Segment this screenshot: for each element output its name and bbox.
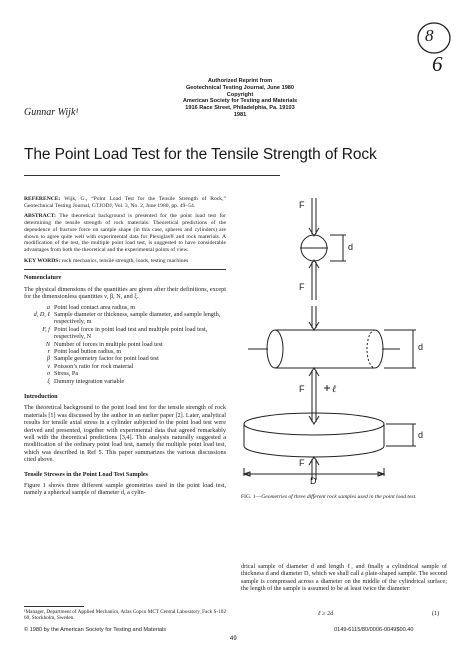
- diameter-label-sphere: d: [348, 242, 354, 252]
- tensile-section-heading: Tensile Stresses in the Point Load Test …: [24, 470, 148, 478]
- abstract-block: ABSTRACT: The theoretical background is …: [24, 213, 226, 253]
- footnote: ¹Manager, Department of Applied Mechanic…: [24, 609, 226, 622]
- article-code: 0149-6115/80/0006-0049$00.40: [334, 627, 414, 633]
- nomenclature-list: a Point load contact area radius, m d, D,…: [24, 304, 226, 385]
- reference-block: REFERENCE: Wijk, G., “Point Load Test fo…: [24, 196, 226, 209]
- nomenclature-definition: Sample geometry factor for point load te…: [54, 355, 159, 363]
- left-column: REFERENCE: Wijk, G., “Point Load Test fo…: [24, 196, 226, 497]
- nomenclature-item: β Sample geometry factor for point load t…: [24, 355, 226, 362]
- handwritten-annotation: 8 6: [407, 18, 457, 78]
- nomenclature-item: σ Stress, Pa: [24, 370, 226, 377]
- nomenclature-item: N Number of forces in multiple point load…: [24, 341, 226, 348]
- keywords-label: KEY WORDS:: [24, 257, 61, 264]
- reference-label: REFERENCE:: [24, 196, 61, 202]
- author-name: Gunnar Wijk¹: [24, 107, 79, 118]
- figure-caption-label: FIG. 1—: [241, 494, 262, 500]
- nomenclature-item: F, f Point load force in point load test …: [24, 326, 226, 341]
- figure-caption: FIG. 1—Geometries of three different roc…: [241, 494, 447, 501]
- introduction-text: The theoretical background to the point …: [24, 404, 226, 464]
- footnote-rule: [24, 606, 84, 607]
- force-label-top: F: [299, 200, 305, 210]
- thickness-label-plate: d: [418, 430, 424, 440]
- reprint-line: Copyright: [226, 91, 254, 98]
- reference-text: Wijk, G., “Point Load Test for the Tensi…: [24, 196, 226, 209]
- reprint-line: Geotechnical Testing Journal, June 1980: [185, 84, 295, 91]
- diameter-label-cylinder: d: [418, 342, 424, 352]
- nomenclature-item: ξ Dummy integration variable: [24, 378, 226, 385]
- nomenclature-symbol: N: [45, 340, 50, 348]
- nomenclature-symbol: a: [46, 303, 50, 311]
- cylinder-sample: [248, 306, 416, 402]
- nomenclature-symbol: ν: [47, 362, 50, 370]
- nomenclature-item: d, D, ℓ Sample diameter or thickness, sam…: [24, 311, 226, 326]
- reprint-line: 1981: [233, 111, 247, 118]
- plate-sample: [243, 402, 416, 480]
- force-label-plate-bottom: F: [299, 458, 305, 468]
- handwritten-circle-icon: [417, 22, 451, 54]
- reprint-line: 1916 Race Street, Philadelphia, Pa. 1910…: [185, 105, 295, 112]
- reprint-line: Authorized Reprint from: [207, 78, 273, 84]
- force-label-sphere-bottom: F: [299, 282, 305, 292]
- abstract-text: The theoretical background is presented …: [24, 213, 226, 253]
- abstract-label: ABSTRACT:: [24, 213, 56, 220]
- nomenclature-definition: Point load force in point load test and …: [54, 325, 208, 341]
- right-column-text: drical sample of diameter d and length ℓ…: [241, 563, 447, 593]
- handwritten-mark-1: 8: [425, 26, 434, 45]
- plate-diameter-label: D: [310, 476, 317, 486]
- nomenclature-item: r Point load button radius, m: [24, 348, 226, 355]
- nomenclature-symbol: F, f: [42, 325, 50, 333]
- tensile-section-text: Figure 1 shows three different sample ge…: [24, 482, 226, 497]
- nomenclature-symbol: ξ: [47, 377, 50, 385]
- introduction-heading: Introduction: [24, 393, 58, 401]
- sample-geometry-diagram: [242, 198, 416, 480]
- nomenclature-definition: Sample diameter or thickness, sample dia…: [54, 310, 221, 326]
- length-label: ℓ: [332, 384, 337, 395]
- nomenclature-symbol: σ: [46, 370, 50, 378]
- handwritten-mark-2: 6: [432, 52, 443, 76]
- nomenclature-definition: Point load contact area radius, m: [54, 303, 136, 311]
- title-rule: [24, 175, 280, 176]
- equation-number: (1): [432, 610, 440, 617]
- nomenclature-definition: Poisson’s ratio for rock material: [54, 362, 134, 370]
- nomenclature-item: ν Poisson’s ratio for rock material: [24, 363, 226, 370]
- paper-title: The Point Load Test for the Tensile Stre…: [24, 146, 377, 163]
- nomenclature-symbol: d, D, ℓ: [33, 310, 50, 318]
- keywords-text: rock mechanics, tensile strength, loads,…: [61, 257, 189, 264]
- nomenclature-symbol: r: [47, 347, 50, 355]
- nomenclature-definition: Number of forces in multiple point load …: [54, 340, 163, 348]
- nomenclature-definition: Stress, Pa: [54, 370, 79, 378]
- keywords-block: KEY WORDS: rock mechanics, tensile stren…: [24, 258, 226, 265]
- figure-1: F d F d F ℓ d F D: [240, 190, 454, 486]
- force-label-cylinder-bottom: F: [299, 384, 305, 394]
- page-number: 49: [230, 636, 237, 642]
- figure-caption-text: Geometries of three different rock sampl…: [261, 494, 417, 500]
- reprint-line: American Society for Testing and Materia…: [182, 98, 298, 105]
- nomenclature-definition: Dummy integration variable: [54, 377, 125, 385]
- sphere-sample: [300, 198, 346, 300]
- equation: ℓ ≥ 2d: [318, 610, 334, 617]
- reprint-notice: Authorized Reprint from Geotechnical Tes…: [150, 78, 330, 119]
- nomenclature-heading: Nomenclature: [24, 274, 62, 282]
- copyright-notice: © 1980 by the American Society for Testi…: [24, 627, 167, 633]
- nomenclature-symbol: β: [46, 355, 50, 363]
- nomenclature-item: a Point load contact area radius, m: [24, 304, 226, 311]
- keywords-rule: [24, 269, 226, 271]
- nomenclature-intro: The physical dimensions of the quantitie…: [24, 285, 226, 301]
- nomenclature-definition: Point load button radius, m: [54, 347, 122, 355]
